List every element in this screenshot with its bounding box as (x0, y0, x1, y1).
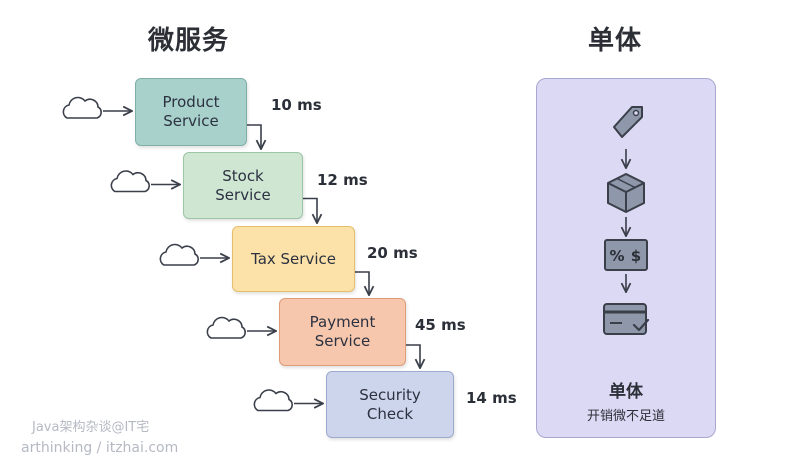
security-check-box: Security Check (326, 371, 454, 438)
tax-service-latency: 20 ms (367, 244, 418, 262)
service-chain-arrow (245, 124, 261, 148)
microservices-title: 微服务 (148, 26, 230, 56)
product-client-cloud-icon (62, 96, 102, 119)
percent-dollar-icon: % $ (604, 239, 648, 271)
credit-card-check-icon (603, 303, 650, 335)
payment-client-cloud-icon (206, 316, 246, 339)
package-box-icon (607, 173, 645, 213)
monolith-title: 单体 (588, 26, 643, 56)
service-chain-arrow (353, 271, 369, 294)
payment-service-latency: 45 ms (415, 316, 466, 334)
stock-service-latency: 12 ms (317, 171, 368, 189)
svg-text:%: % (609, 247, 624, 265)
monolith-pipeline: % $ (603, 106, 650, 335)
stock-service-box: Stock Service (183, 152, 303, 219)
security-client-cloud-icon (253, 389, 293, 412)
service-chain-arrow (301, 197, 317, 223)
tax-client-cloud-icon (159, 243, 199, 266)
service-chain-arrow (404, 344, 420, 367)
svg-text:$: $ (631, 247, 641, 265)
stock-client-cloud-icon (110, 170, 150, 193)
watermark-line2: arthinking / itzhai.com (21, 440, 179, 456)
monolith-panel: % $ 单体 开销微不足道 (536, 78, 716, 438)
product-service-box: Product Service (135, 78, 247, 146)
product-service-latency: 10 ms (271, 96, 322, 114)
watermark-line1: Java架构杂谈@IT宅 (32, 420, 150, 435)
payment-service-box: Payment Service (279, 298, 406, 366)
monolith-caption: 开销微不足道 (586, 409, 665, 424)
security-check-latency: 14 ms (466, 389, 517, 407)
price-tag-icon (613, 106, 643, 138)
tax-service-box: Tax Service (232, 226, 355, 292)
monolith-label: 单体 (609, 382, 643, 402)
